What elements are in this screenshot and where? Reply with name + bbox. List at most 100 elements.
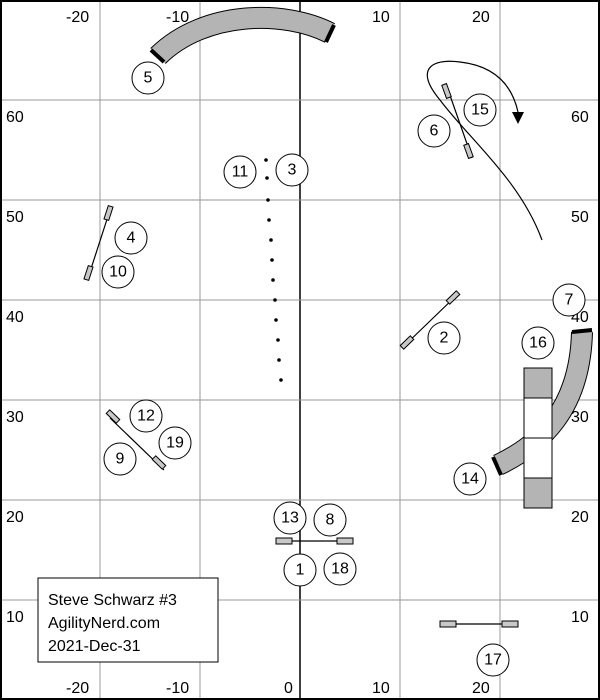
- website-label: AgilityNerd.com: [48, 615, 160, 632]
- info-box-frame: [37, 577, 219, 663]
- number-circle: [313, 503, 347, 537]
- course-title: Steve Schwarz #3: [48, 592, 177, 609]
- number-circle: [158, 426, 192, 460]
- number-label: 9: [116, 451, 125, 468]
- jump-wing: [336, 537, 354, 545]
- number-circle: [453, 462, 487, 496]
- number-9: 9: [103, 442, 137, 476]
- tunnel-fill: [151, 7, 335, 64]
- number-2: 2: [427, 321, 461, 355]
- date-label: 2021-Dec-31: [48, 638, 141, 655]
- number-label: 14: [461, 471, 479, 488]
- number-14: 14: [453, 462, 487, 496]
- number-1: 1: [283, 553, 317, 587]
- number-6: 6: [417, 114, 451, 148]
- tunnel-entry: [149, 48, 166, 64]
- right-axis-label: 20: [571, 509, 589, 526]
- weave-pole: [269, 238, 273, 242]
- number-10: 10: [101, 255, 135, 289]
- tunnel-entry: [491, 456, 503, 476]
- number-3: 3: [275, 153, 309, 187]
- jump-9-12-19: [105, 409, 167, 471]
- number-16: 16: [521, 326, 555, 360]
- top-axis-label: -20: [66, 9, 89, 26]
- jump-wing: [463, 142, 474, 160]
- weave-pole: [279, 378, 283, 382]
- axis-labels: -20 -10 10 20 -20 -10 0 10 20 60 50 40 3…: [6, 9, 589, 697]
- number-label: 5: [144, 70, 153, 87]
- number-circle: [273, 501, 307, 535]
- number-circle: [129, 399, 163, 433]
- number-15: 15: [463, 93, 497, 127]
- tunnel-fill: [493, 331, 592, 475]
- jump-wing: [103, 204, 114, 222]
- weave-pole: [267, 218, 271, 222]
- tunnel-exit: [324, 24, 336, 43]
- number-19: 19: [158, 426, 192, 460]
- handler-path: [427, 60, 543, 241]
- number-18: 18: [323, 552, 357, 586]
- path-arrow-icon: [512, 112, 524, 124]
- number-circle: [275, 153, 309, 187]
- number-label: 18: [331, 561, 349, 578]
- jump-wing: [105, 409, 121, 424]
- number-12: 12: [129, 399, 163, 433]
- number-label: 1: [296, 562, 305, 579]
- top-axis-label: -10: [166, 9, 189, 26]
- jump-wing: [151, 455, 167, 470]
- right-axis-label: 60: [571, 109, 589, 126]
- number-circle: [131, 61, 165, 95]
- left-axis-label: 20: [6, 509, 24, 526]
- number-8: 8: [313, 503, 347, 537]
- tunnel-top: [149, 6, 336, 65]
- number-5: 5: [131, 61, 165, 95]
- number-circle: [283, 553, 317, 587]
- left-axis-label: 40: [6, 309, 24, 326]
- number-label: 6: [430, 123, 439, 140]
- weave-pole: [264, 158, 268, 162]
- jump-wing: [445, 290, 461, 305]
- number-circle: [323, 552, 357, 586]
- a-frame-contact: [523, 477, 553, 509]
- number-11: 11: [223, 155, 257, 189]
- number-circle: [101, 255, 135, 289]
- weave-pole: [271, 278, 275, 282]
- weave-pole: [276, 338, 280, 342]
- number-17: 17: [476, 643, 510, 677]
- number-circle: [103, 442, 137, 476]
- jump-4-10: [83, 204, 114, 282]
- right-axis-label: 50: [571, 209, 589, 226]
- number-4: 4: [114, 221, 148, 255]
- info-box: Steve Schwarz #3 AgilityNerd.com 2021-De…: [37, 577, 219, 663]
- jump-wing: [441, 82, 452, 100]
- bottom-axis-label: -20: [66, 680, 89, 697]
- left-axis-label: 10: [6, 609, 24, 626]
- sequence-numbers: 1 2 3 4 5 6 7 8 9 10 11 12 13 14 15 16 1…: [101, 61, 586, 677]
- weave-pole: [266, 198, 270, 202]
- number-13: 13: [273, 501, 307, 535]
- bottom-axis-label: 0: [284, 680, 293, 697]
- bottom-axis-label: 10: [372, 680, 390, 697]
- bottom-axis-label: -10: [166, 680, 189, 697]
- number-label: 19: [166, 435, 184, 452]
- number-label: 3: [288, 162, 297, 179]
- left-axis-label: 50: [6, 209, 24, 226]
- top-axis-label: 10: [372, 9, 390, 26]
- a-frame-panel: [523, 437, 553, 479]
- number-circle: [552, 283, 586, 317]
- a-frame-panel: [523, 397, 553, 439]
- left-axis-label: 30: [6, 409, 24, 426]
- a-frame-contact: [523, 367, 553, 399]
- number-label: 4: [127, 230, 136, 247]
- jump-wing: [275, 537, 293, 545]
- jump-2: [399, 290, 461, 350]
- number-circle: [476, 643, 510, 677]
- left-axis-label: 60: [6, 109, 24, 126]
- number-circle: [114, 221, 148, 255]
- number-label: 13: [281, 510, 299, 527]
- number-circle: [223, 155, 257, 189]
- number-circle: [521, 326, 555, 360]
- right-axis-label: 30: [571, 409, 589, 426]
- tunnel-exit: [571, 328, 593, 334]
